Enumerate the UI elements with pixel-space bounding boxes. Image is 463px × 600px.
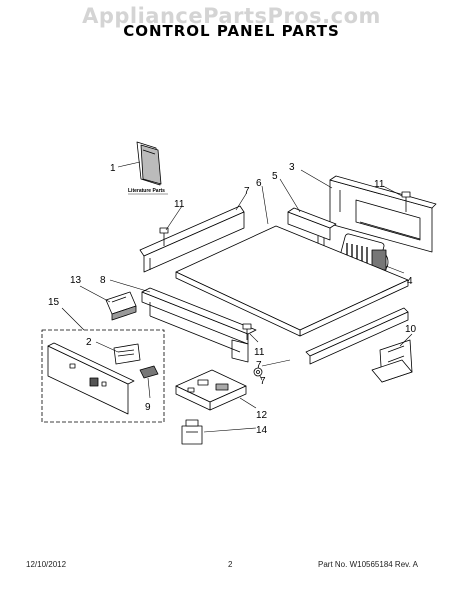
small-bracket (287, 207, 337, 248)
switch-membrane (113, 343, 141, 365)
callout-4: 4 (407, 276, 413, 287)
footer-date: 12/10/2012 (26, 560, 67, 569)
callout-5: 5 (272, 171, 278, 182)
callout-14: 14 (256, 425, 268, 436)
left-side-rail (139, 205, 245, 273)
mounting-bracket (371, 339, 413, 383)
right-side-rail (305, 307, 409, 365)
callout-11-top: 11 (374, 179, 385, 190)
callout-15: 15 (48, 297, 60, 308)
callout-6: 6 (256, 178, 262, 189)
front-trim-rail (141, 287, 257, 363)
callout-11-left: 11 (174, 199, 185, 210)
callout-7-right: 7 (260, 376, 266, 387)
callout-9: 9 (145, 402, 151, 413)
relay-module (181, 419, 203, 445)
screw-center (242, 323, 252, 340)
display-switch (105, 291, 137, 321)
control-overlay-panel (47, 342, 135, 415)
screw-left (159, 227, 169, 246)
footer-part-number: Part No. W10565184 Rev. A (318, 560, 418, 569)
literature-label: Literature Parts (128, 188, 165, 194)
callout-13: 13 (70, 275, 82, 286)
page-title: CONTROL PANEL PARTS (123, 22, 340, 40)
watermark-text: AppliancePartsPros.com (82, 4, 381, 28)
callout-8: 8 (100, 275, 106, 286)
footer-page-number: 2 (228, 560, 233, 569)
keypad (139, 365, 159, 379)
callout-10: 10 (405, 324, 417, 335)
callout-7-small: 7 (256, 360, 262, 371)
control-board (175, 369, 247, 411)
callout-1: 1 (110, 163, 116, 174)
grommet (253, 367, 263, 377)
literature-booklet (136, 141, 162, 186)
callout-2: 2 (86, 337, 92, 348)
callout-12: 12 (256, 410, 268, 421)
callout-7-top: 7 (244, 186, 250, 197)
callout-3: 3 (289, 162, 295, 173)
control-assembly-box (41, 329, 165, 423)
control-shelf-plate (175, 225, 409, 337)
leader-lines (61, 161, 413, 433)
callout-11-center: 11 (254, 347, 265, 358)
rear-bracket (329, 175, 437, 253)
screw-top-right (401, 191, 411, 212)
